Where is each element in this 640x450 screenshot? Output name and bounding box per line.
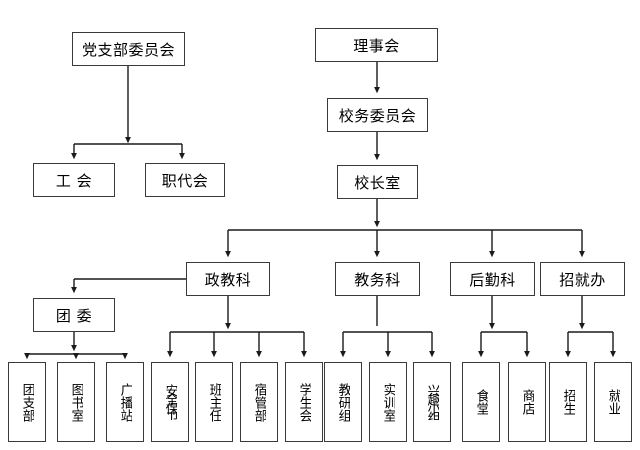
- node-labor-union[interactable]: 工 会: [33, 163, 115, 197]
- node-label: 工 会: [55, 171, 93, 190]
- node-label: 理事会: [353, 36, 400, 55]
- node-label: 商店: [520, 389, 534, 415]
- node-label: 图书室: [69, 382, 83, 422]
- node-label: 团支部: [20, 382, 34, 422]
- node-school-affairs-committee[interactable]: 校务委员会: [327, 98, 428, 132]
- node-canteen[interactable]: 食堂: [462, 362, 500, 442]
- node-enrollment[interactable]: 招生: [549, 362, 587, 442]
- node-student-union[interactable]: 学生会: [285, 362, 323, 442]
- node-label: 宿管部: [252, 382, 266, 422]
- node-label: 广播站: [118, 382, 132, 422]
- node-label: 政教科: [204, 270, 252, 289]
- node-logistics-dept[interactable]: 后勤科: [450, 262, 535, 296]
- node-store[interactable]: 商店: [508, 362, 546, 442]
- node-label: 安全保卫: [163, 384, 177, 420]
- node-dormitory-management[interactable]: 宿管部: [240, 362, 278, 442]
- node-head-teacher[interactable]: 班主任: [195, 362, 233, 442]
- node-teaching-research-group[interactable]: 教研组: [324, 362, 362, 442]
- node-label: 教务科: [354, 270, 401, 289]
- node-employment[interactable]: 就业: [594, 362, 632, 442]
- node-label: 校长室: [354, 173, 401, 192]
- node-label: 食堂: [474, 389, 488, 415]
- node-security-guard[interactable]: 安全保卫: [151, 362, 189, 442]
- node-label: 校务委员会: [338, 106, 417, 125]
- node-label: 职代会: [161, 171, 209, 190]
- node-board-of-directors[interactable]: 理事会: [315, 28, 438, 62]
- node-moral-education-dept[interactable]: 政教科: [186, 262, 270, 296]
- node-label: 招就办: [559, 270, 606, 289]
- node-party-committee[interactable]: 党支部委员会: [72, 32, 185, 66]
- node-league-branch[interactable]: 团支部: [8, 362, 46, 442]
- node-academic-affairs-dept[interactable]: 教务科: [335, 262, 420, 296]
- node-label: 教研组: [336, 382, 350, 422]
- node-label: 实训室: [381, 382, 395, 422]
- node-label: 党支部委员会: [81, 40, 175, 59]
- node-label: 学生会: [297, 382, 311, 422]
- node-label: 后勤科: [469, 270, 516, 289]
- node-library[interactable]: 图书室: [57, 362, 95, 442]
- node-principal-office[interactable]: 校长室: [337, 165, 418, 199]
- node-staff-congress[interactable]: 职代会: [145, 163, 225, 197]
- node-label: 团 委: [55, 306, 93, 325]
- node-broadcast-station[interactable]: 广播站: [106, 362, 144, 442]
- node-label: 招生: [561, 389, 575, 415]
- node-label: 兴趣小组: [425, 384, 439, 420]
- node-admission-employment-office[interactable]: 招就办: [540, 262, 625, 296]
- node-interest-group[interactable]: 兴趣小组: [413, 362, 451, 442]
- node-label: 就业: [606, 389, 620, 415]
- node-youth-league-committee[interactable]: 团 委: [33, 298, 115, 332]
- node-label: 班主任: [207, 382, 221, 422]
- node-training-room[interactable]: 实训室: [369, 362, 407, 442]
